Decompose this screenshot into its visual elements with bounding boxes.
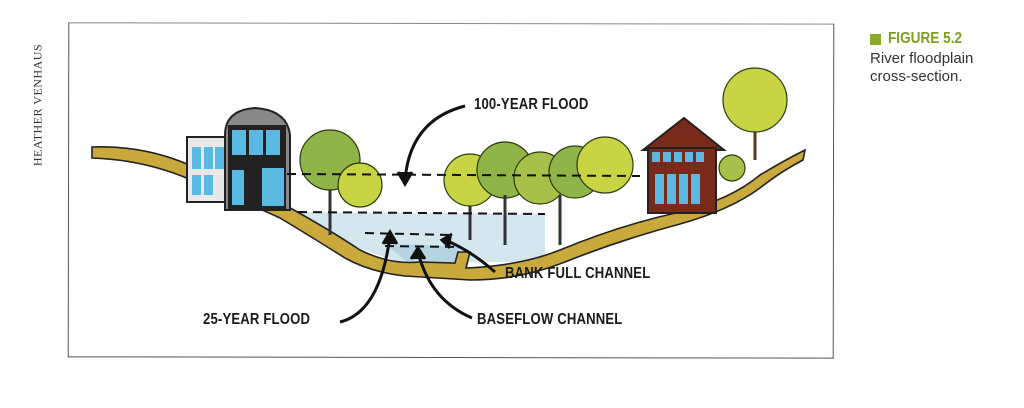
figure-number: FIGURE 5.2 — [888, 30, 963, 47]
label-25-year-flood: 25-YEAR FLOOD — [203, 311, 311, 328]
water-body — [300, 212, 545, 262]
trees — [299, 67, 788, 245]
modern-house — [186, 106, 291, 211]
figure-caption: FIGURE 5.2 River floodplain cross-sectio… — [870, 30, 1010, 86]
label-baseflow-channel: BASEFLOW CHANNEL — [477, 311, 623, 328]
figure-title: FIGURE 5.2 — [870, 30, 1010, 48]
square-bullet-icon — [870, 33, 881, 45]
line-25-year — [297, 211, 546, 215]
figure-caption-text: River floodplain cross-section. — [870, 50, 974, 85]
arrow-100-year — [403, 104, 466, 181]
label-bank-full-channel: BANK FULL CHANNEL — [505, 265, 651, 282]
arrow-25-year — [339, 235, 392, 324]
ground-layer — [91, 146, 807, 281]
arrow-baseflow — [416, 251, 473, 320]
cabin-house — [640, 116, 727, 214]
callout-arrows — [339, 104, 496, 324]
label-100-year-flood: 100-YEAR FLOOD — [474, 96, 589, 113]
